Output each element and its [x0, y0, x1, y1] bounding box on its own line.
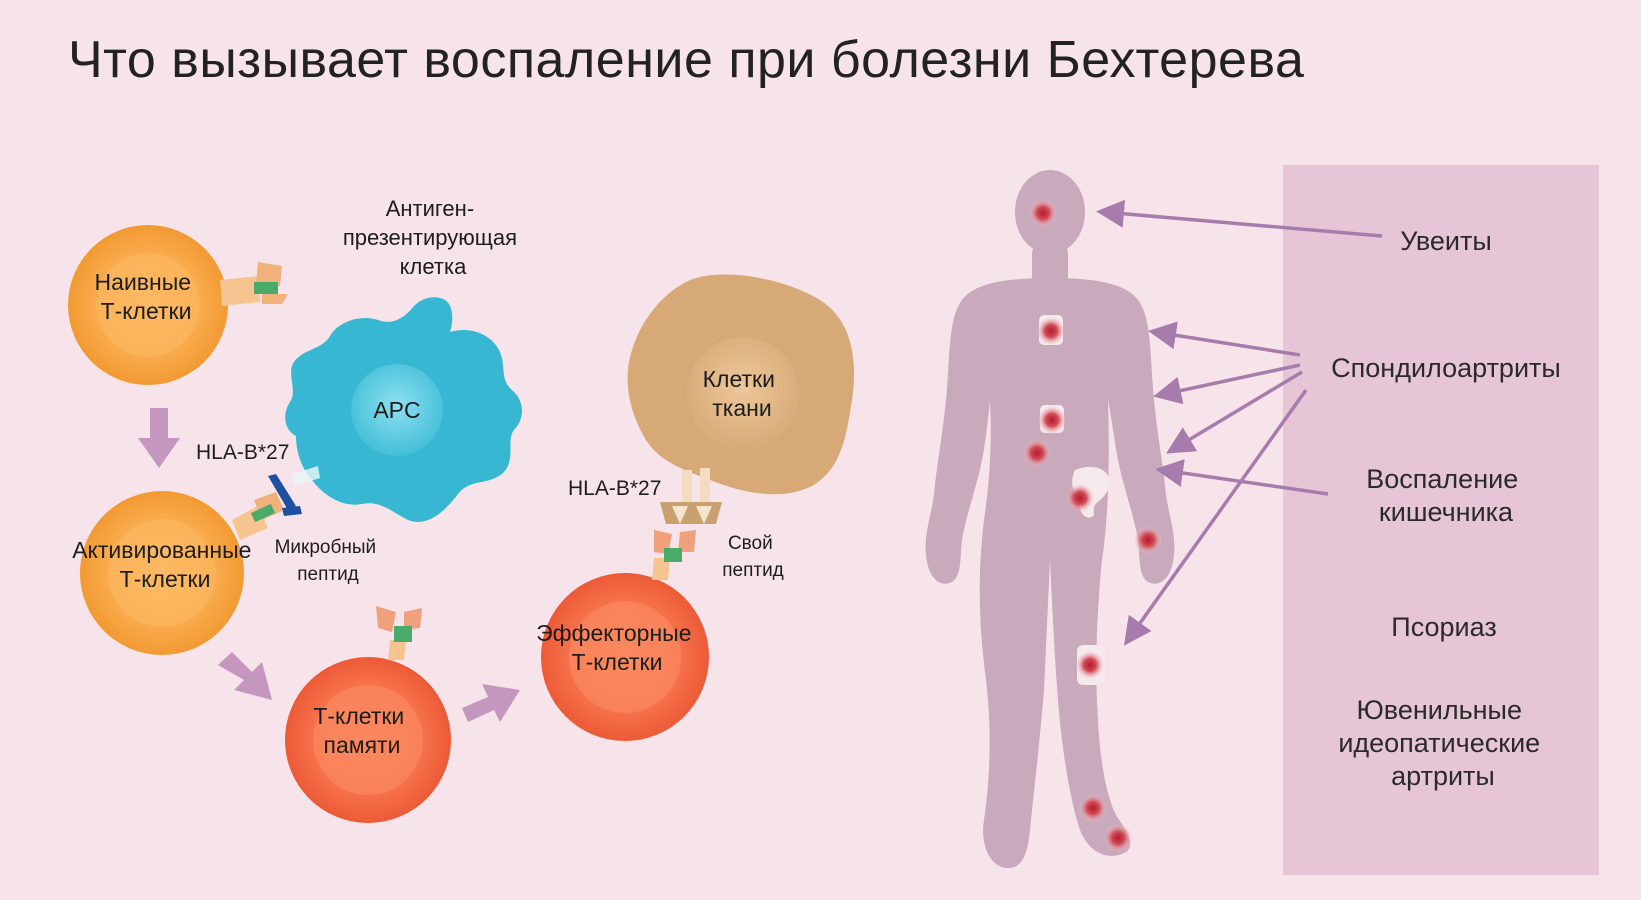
naive-label-2: Т-клетки: [101, 298, 192, 324]
naive-receptor: [220, 262, 288, 306]
self-peptide-label: Свой пептид: [722, 533, 784, 581]
tissue-hla-molecule: [660, 468, 722, 524]
apc-caption: Антиген- презентирующая клетка: [343, 196, 523, 279]
memory-label-1: Т-клетки: [313, 703, 404, 729]
hla-left-label: HLA-B*27: [196, 441, 289, 464]
inflammation-spots: [1023, 199, 1162, 852]
apc-cell: APC: [268, 297, 522, 522]
page-title: Что вызывает воспаление при болезни Бехт…: [68, 31, 1305, 89]
microbial-peptide-label: Микробный пептид: [275, 537, 382, 585]
effector-label-1: Эффекторные: [536, 620, 691, 646]
svg-text:Эффекторные Т-клетки: Эффекторные Т-клетки: [536, 620, 698, 675]
activated-receptor: [232, 492, 284, 540]
svg-text:Активированные Т-клетки: Активированные Т-клетки: [72, 537, 258, 592]
hla-right-label: HLA-B*27: [568, 477, 661, 500]
disease-ibd: Воспаление кишечника: [1366, 464, 1525, 527]
svg-text:Наивные Т-клетки: Наивные Т-клетки: [95, 269, 198, 324]
memory-label-2: памяти: [324, 732, 401, 758]
naive-label-1: Наивные: [95, 269, 192, 295]
disease-labels: Увеиты Спондилоартриты Воспаление кишечн…: [1331, 226, 1561, 791]
disease-juvenile-arthritis: Ювенильные идеопатические артриты: [1338, 695, 1547, 791]
svg-text:Т-клетки памяти: Т-клетки памяти: [313, 703, 410, 758]
disease-uveitis: Увеиты: [1400, 226, 1492, 256]
disease-spondyloarthritis: Спондилоартриты: [1331, 353, 1561, 383]
tissue-label-2: ткани: [712, 395, 771, 421]
activated-label-2: Т-клетки: [120, 566, 211, 592]
naive-t-cell: Наивные Т-клетки: [68, 225, 288, 385]
svg-text:Клетки ткани: Клетки ткани: [703, 366, 782, 421]
tissue-label-1: Клетки: [703, 366, 775, 392]
apc-hla-molecule: [268, 466, 320, 516]
flow-arrows: [138, 408, 520, 722]
disease-arrows: [1096, 199, 1383, 646]
effector-label-2: Т-клетки: [572, 649, 663, 675]
effector-receptor: [652, 530, 696, 580]
tissue-cell: Клетки ткани: [627, 274, 855, 524]
disease-psoriasis: Псориаз: [1391, 612, 1496, 642]
human-body-silhouette: [925, 170, 1175, 868]
memory-t-cell: Т-клетки памяти: [285, 606, 451, 823]
activated-t-cell: Активированные Т-клетки: [72, 491, 284, 655]
effector-t-cell: Эффекторные Т-клетки: [536, 530, 709, 741]
disease-panel: [1283, 165, 1599, 875]
activated-label-1: Активированные: [72, 537, 251, 563]
memory-receptor: [376, 606, 422, 660]
apc-center-label: APC: [373, 397, 420, 423]
